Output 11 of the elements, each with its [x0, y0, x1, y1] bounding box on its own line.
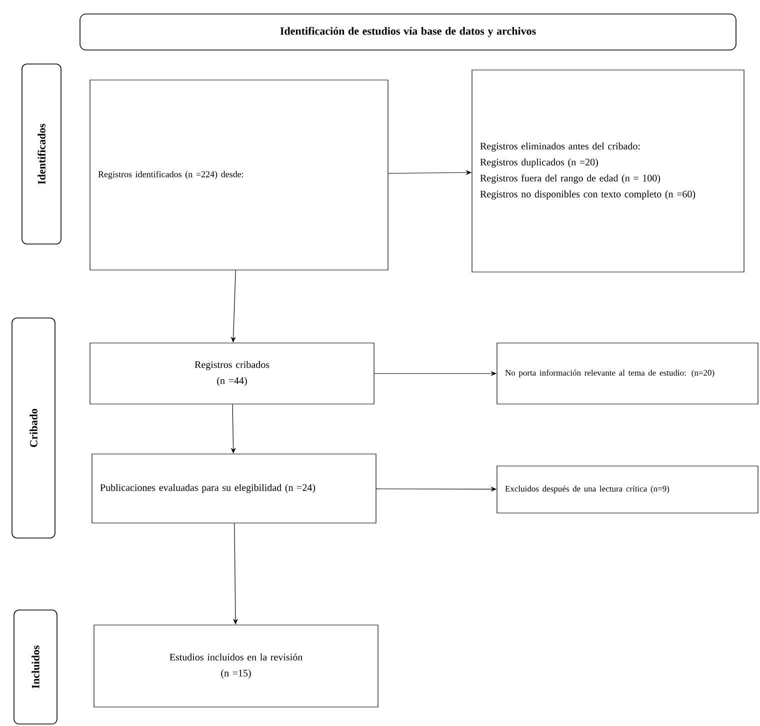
exclusion-box: Excluidos después de una lectura crítica (n=9) — [496, 466, 758, 514]
stage-label: Identificados — [22, 64, 62, 244]
process-box: Registros cribados (n =44) — [90, 342, 374, 404]
exclusion-box: Registros eliminados antes del cribado: Registros duplicados (n =20) Registros fuera del rango de edad (n = 100) Registros no disponibles con texto completo (n =60) — [472, 70, 744, 272]
process-box: Registros identificados (n =224) desde: — [90, 80, 388, 270]
process-box: Estudios incluidos en la revisión (n =15) — [94, 624, 378, 708]
heading-box: Identificación de estudios vía base de datos y archivos — [80, 14, 736, 50]
process-box: Publicaciones evaluadas para su elegibilidad (n =24) — [92, 454, 376, 524]
stage-label: Cribado — [12, 318, 56, 538]
stage-label: Incluidos — [14, 610, 58, 724]
exclusion-box: No porta información relevante al tema de estudio: (n=20) — [496, 342, 758, 404]
